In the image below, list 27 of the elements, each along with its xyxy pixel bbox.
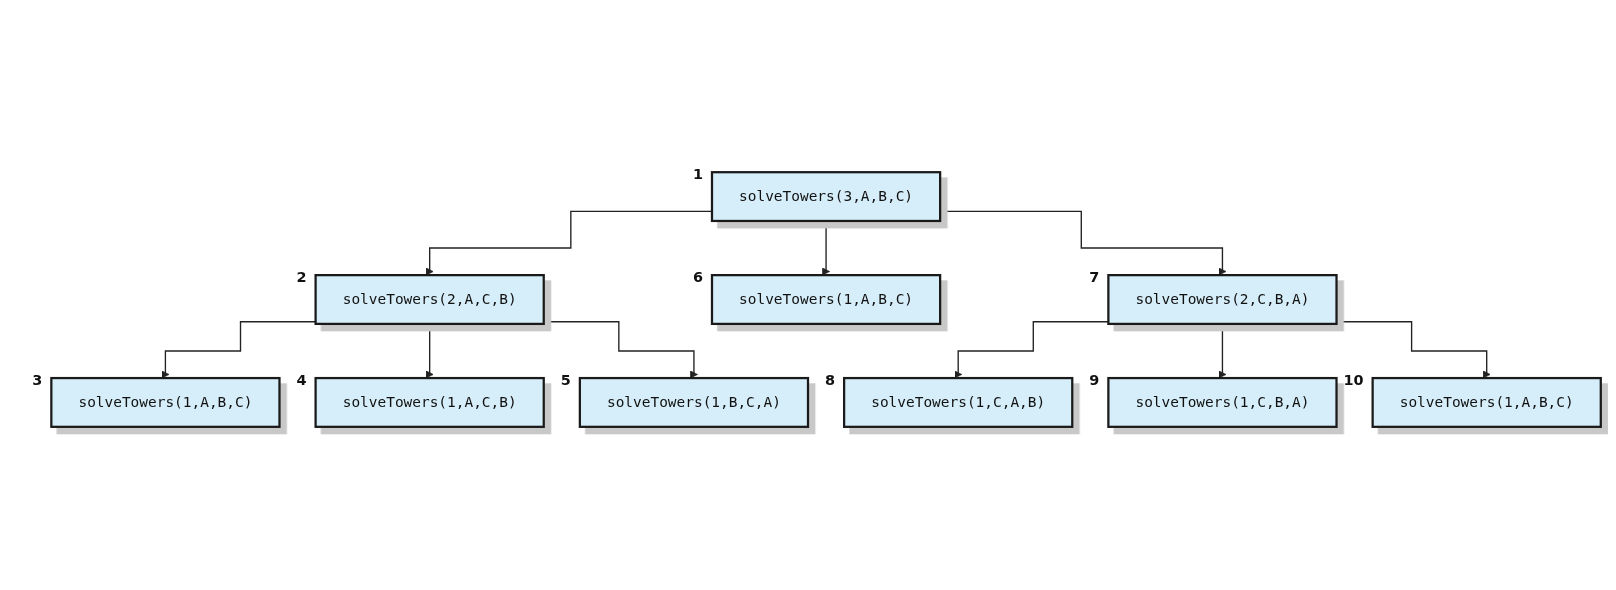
step-number: 5 xyxy=(560,372,571,389)
step-number: 1 xyxy=(692,166,703,183)
function-call-box: solveTowers(1,A,B,C) xyxy=(1371,376,1602,428)
step-number: 9 xyxy=(1089,372,1100,389)
step-number: 4 xyxy=(296,372,307,389)
function-call-box: solveTowers(1,A,C,B) xyxy=(314,376,545,428)
arrow xyxy=(543,321,698,379)
function-call-box: solveTowers(1,B,C,A) xyxy=(578,376,810,428)
function-call-box: solveTowers(3,A,B,C) xyxy=(710,171,942,223)
function-call-box: solveTowers(1,C,A,B) xyxy=(843,376,1074,428)
arrow xyxy=(1218,323,1227,379)
function-call-box: solveTowers(1,C,B,A) xyxy=(1107,376,1338,428)
arrow xyxy=(822,220,831,276)
function-call-box: solveTowers(2,C,B,A) xyxy=(1107,274,1338,325)
step-number: 3 xyxy=(32,372,43,389)
arrow xyxy=(425,323,434,379)
step-number: 7 xyxy=(1089,269,1100,286)
function-call-box: solveTowers(2,A,C,B) xyxy=(314,274,545,325)
function-call-box: solveTowers(1,A,B,C) xyxy=(710,274,942,325)
step-number: 2 xyxy=(296,269,307,286)
step-number: 8 xyxy=(825,372,836,389)
arrow xyxy=(161,321,317,379)
step-number: 10 xyxy=(1343,372,1364,389)
step-number: 6 xyxy=(692,269,703,286)
arrow xyxy=(954,321,1110,379)
arrow xyxy=(1335,321,1491,379)
function-call-box: solveTowers(1,A,B,C) xyxy=(50,376,281,428)
